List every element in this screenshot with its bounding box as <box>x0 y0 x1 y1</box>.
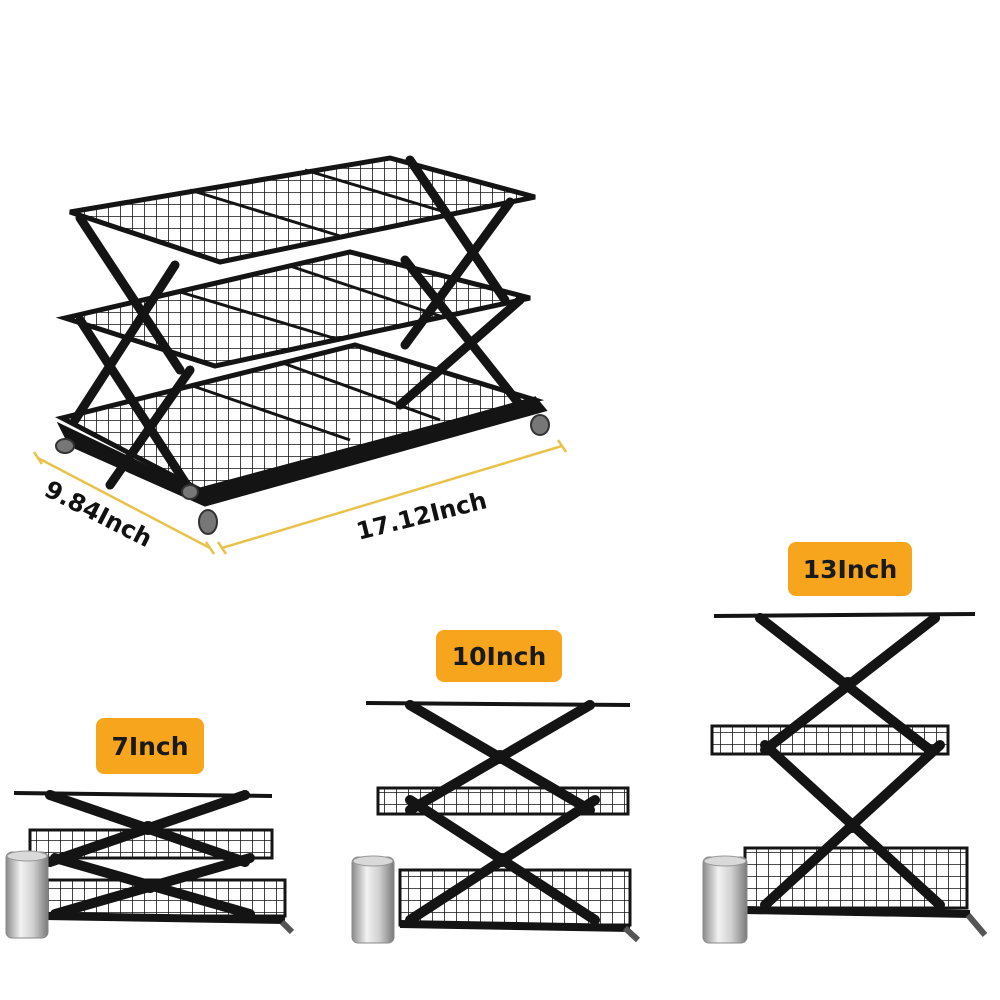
soda-can-large <box>702 855 748 944</box>
rack-large <box>710 612 988 937</box>
soda-can-small <box>5 850 49 939</box>
height-badge-medium: 10Inch <box>436 630 562 682</box>
top-shelf <box>69 155 536 265</box>
right-scissor-legs <box>395 155 525 410</box>
width-dimension-line <box>221 444 563 550</box>
perspective-rack <box>54 155 550 535</box>
rack-medium <box>365 700 641 943</box>
height-badge-large: 13Inch <box>788 542 912 596</box>
depth-dimension-line <box>37 456 211 550</box>
rack-feet <box>55 414 550 535</box>
left-scissor-legs <box>70 213 195 495</box>
height-badge-small: 7Inch <box>96 718 204 774</box>
rack-small <box>13 790 295 935</box>
soda-can-medium <box>351 855 395 944</box>
dimension-lines <box>32 439 568 555</box>
